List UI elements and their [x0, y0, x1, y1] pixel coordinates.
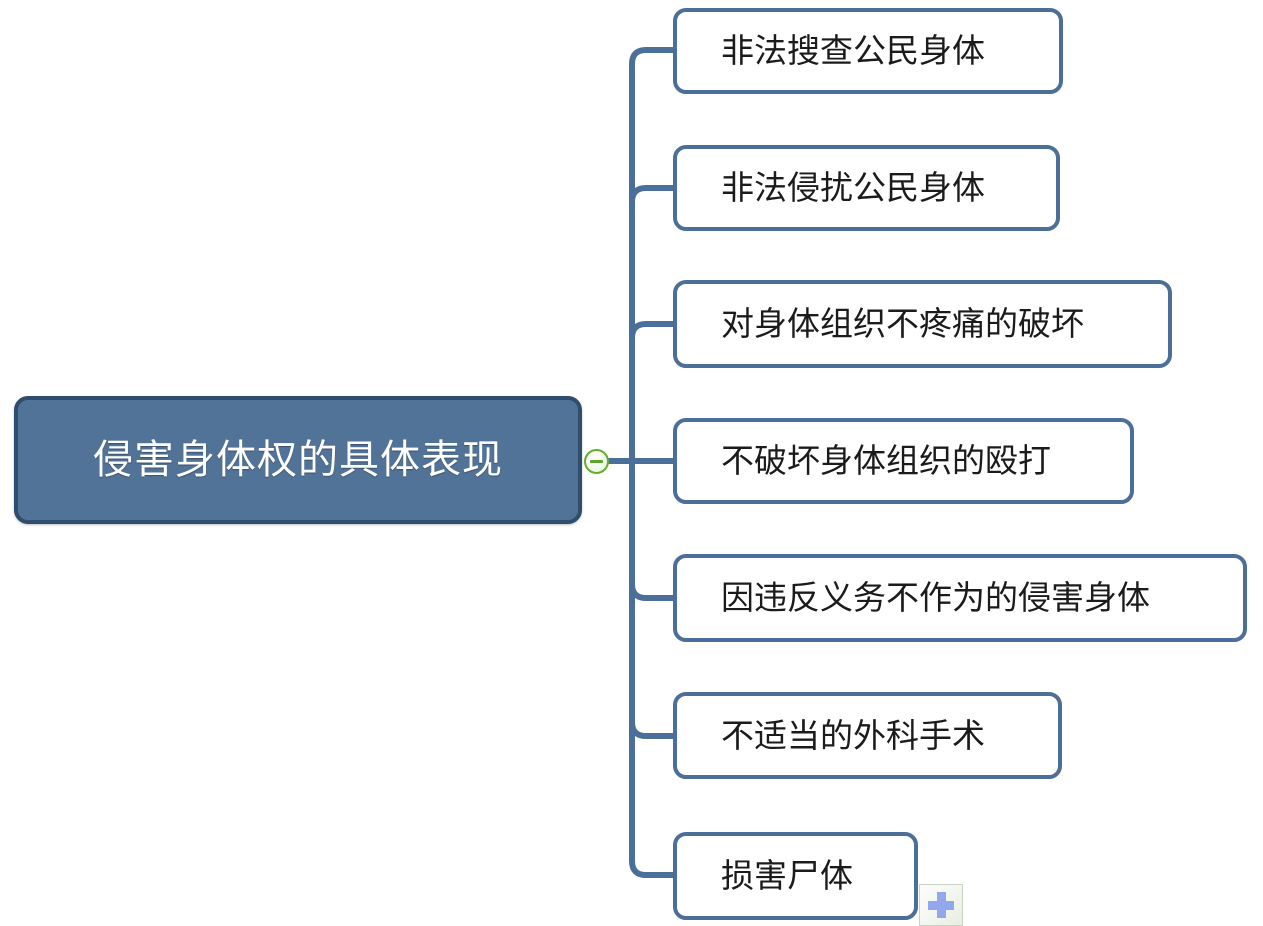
- branch-node-2-label: 非法侵扰公民身体: [721, 169, 985, 207]
- branch-node-2[interactable]: 非法侵扰公民身体: [673, 145, 1060, 231]
- connector-branch-6: [629, 721, 673, 739]
- connector-branch-3: [629, 321, 673, 339]
- branch-node-6-label: 不适当的外科手术: [721, 716, 985, 754]
- branch-node-3[interactable]: 对身体组织不疼痛的破坏: [673, 280, 1172, 368]
- connector-branch-1: [629, 47, 673, 65]
- branch-node-4[interactable]: 不破坏身体组织的殴打: [673, 418, 1134, 504]
- branch-node-7[interactable]: 损害尸体: [673, 832, 918, 920]
- branch-node-1-label: 非法搜查公民身体: [721, 32, 985, 70]
- plus-icon-vertical: [936, 892, 946, 918]
- branch-node-4-label: 不破坏身体组织的殴打: [721, 442, 1051, 480]
- add-node-plus-icon[interactable]: [919, 884, 963, 926]
- connector-branch-5: [629, 583, 673, 601]
- collapse-toggle-minus-icon[interactable]: [584, 449, 609, 474]
- branch-node-5[interactable]: 因违反义务不作为的侵害身体: [673, 554, 1247, 642]
- root-node-label: 侵害身体权的具体表现: [93, 438, 503, 482]
- root-node[interactable]: 侵害身体权的具体表现: [14, 396, 582, 524]
- branch-node-3-label: 对身体组织不疼痛的破坏: [721, 305, 1084, 343]
- branch-node-6[interactable]: 不适当的外科手术: [673, 692, 1062, 779]
- branch-node-5-label: 因违反义务不作为的侵害身体: [721, 579, 1150, 617]
- connector-branch-7: [629, 860, 673, 878]
- branch-node-7-label: 损害尸体: [721, 857, 853, 895]
- connector-branch-2: [629, 185, 673, 203]
- branch-node-1[interactable]: 非法搜查公民身体: [673, 8, 1063, 94]
- minus-icon-bar: [590, 460, 603, 463]
